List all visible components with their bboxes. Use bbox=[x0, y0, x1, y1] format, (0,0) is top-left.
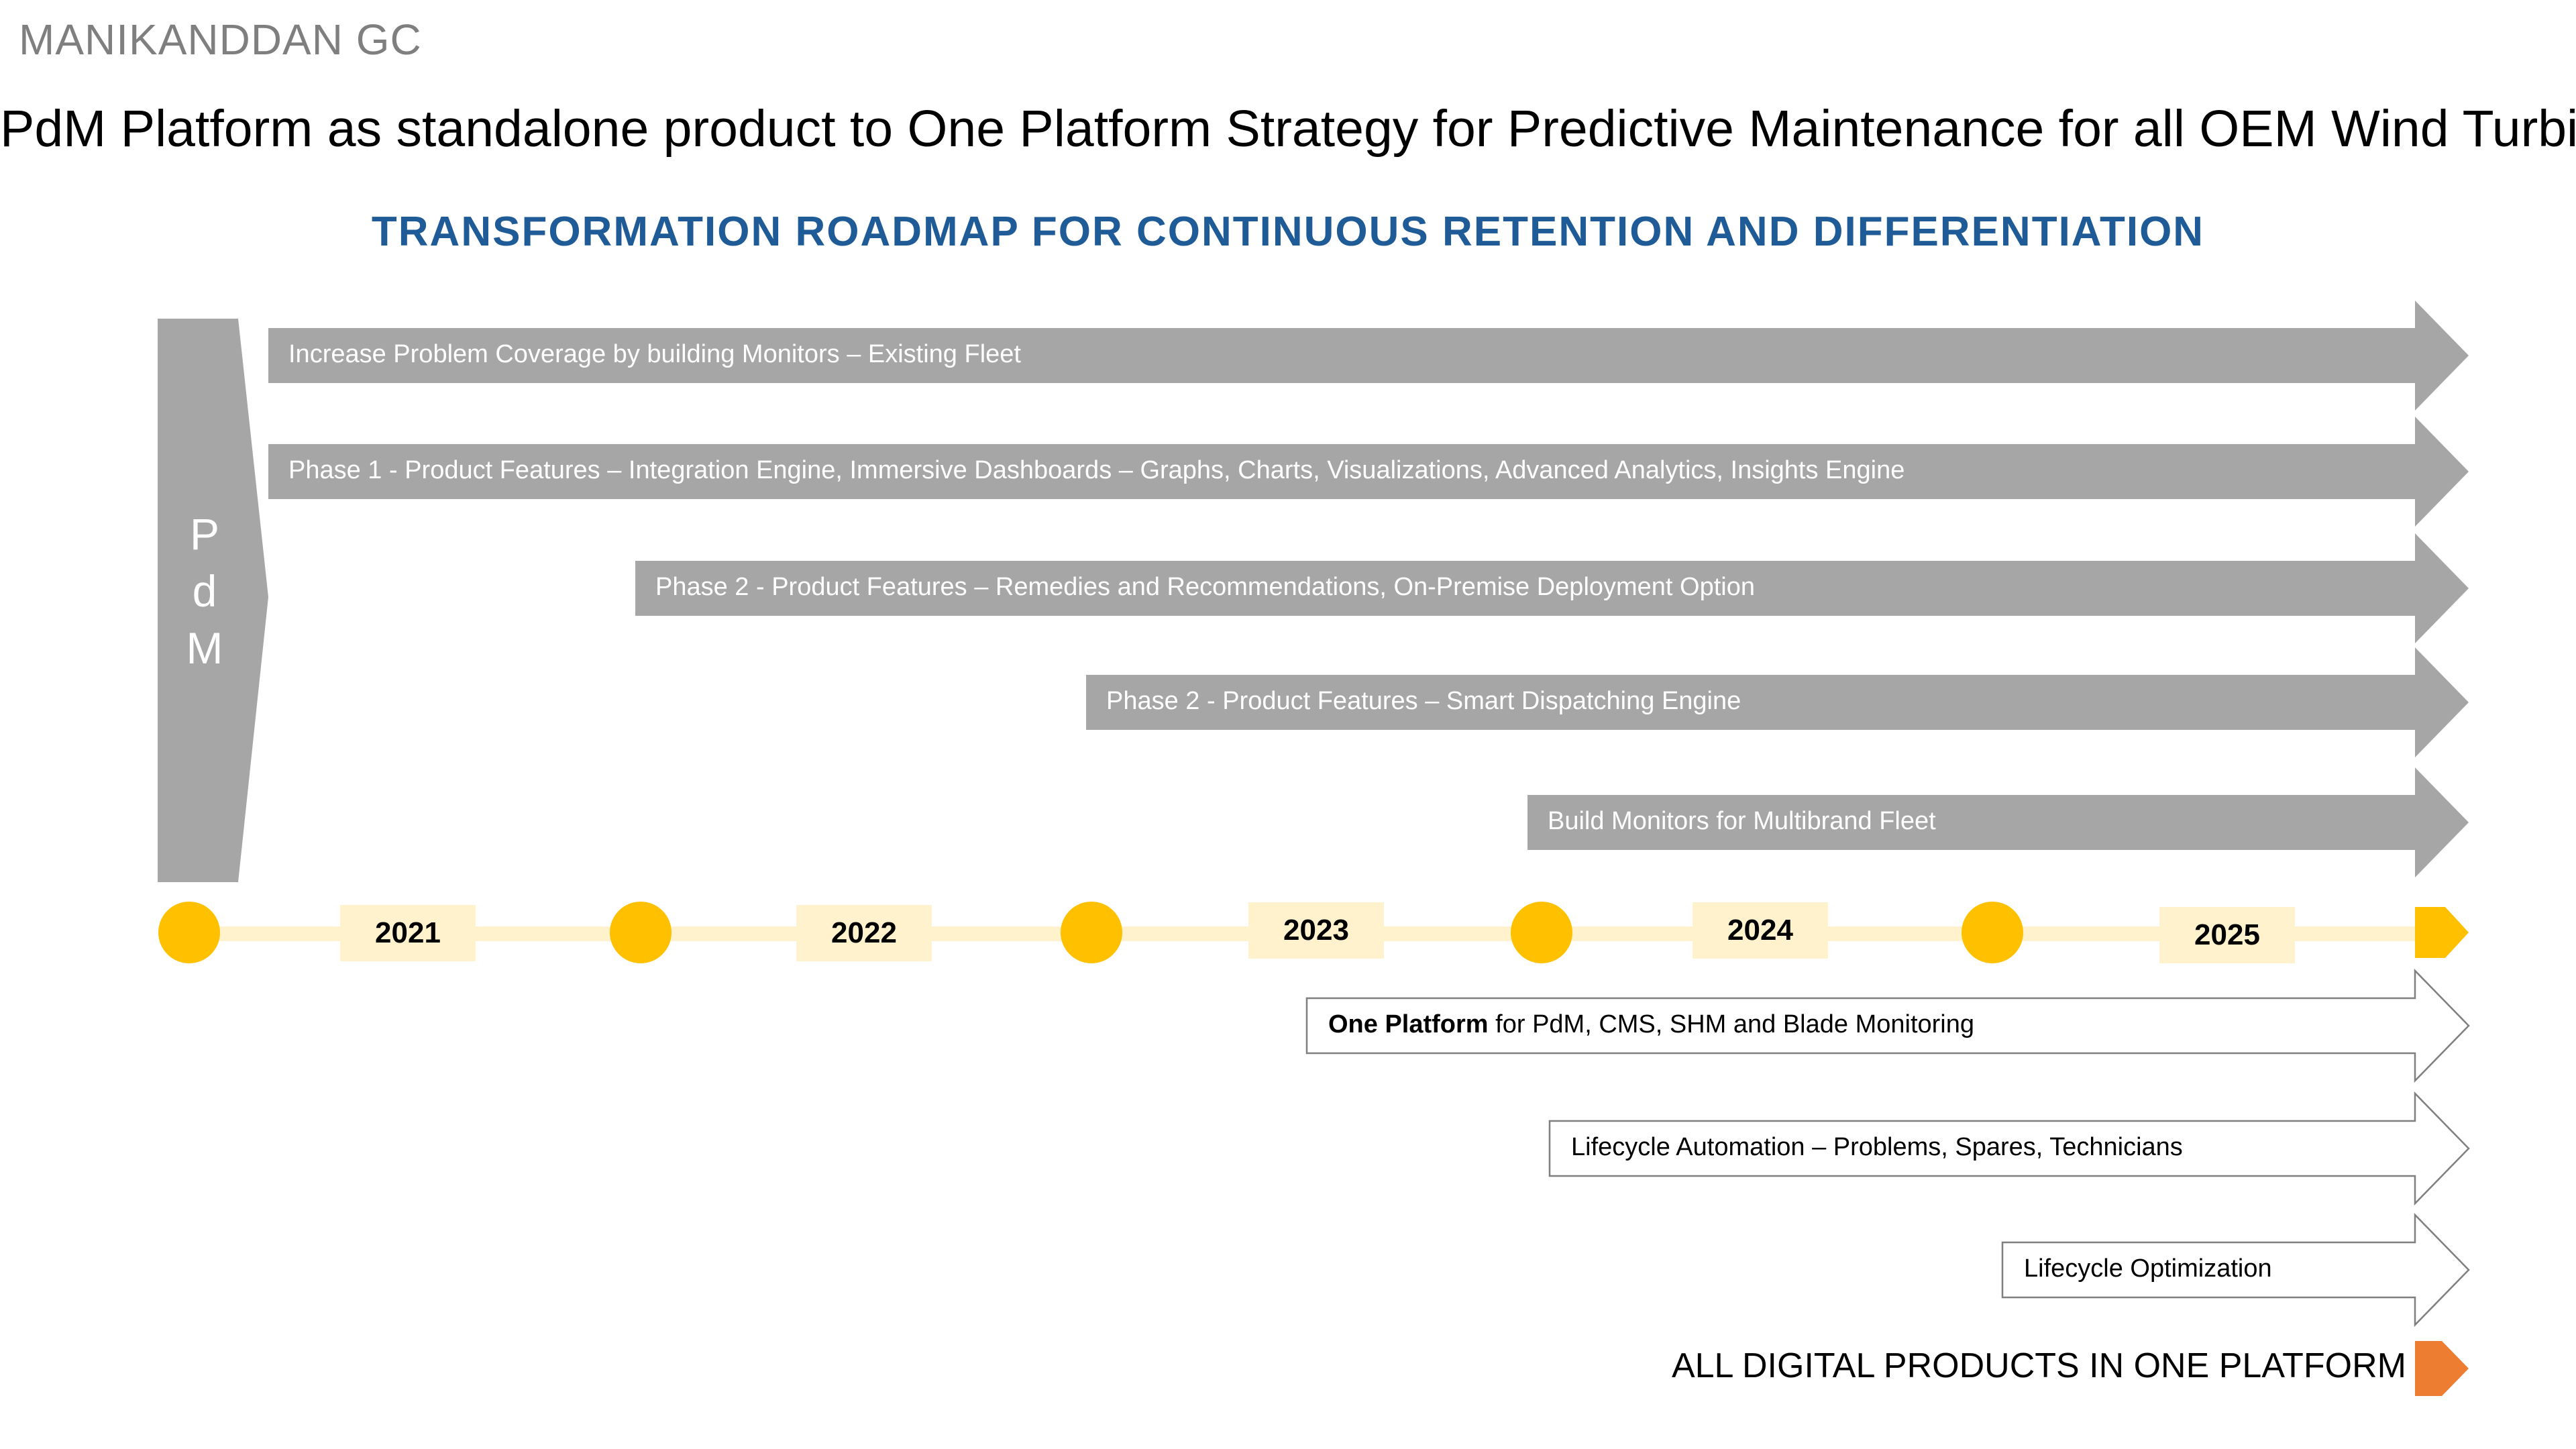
arrow-label-phase2-dispatch: Phase 2 - Product Features – Smart Dispa… bbox=[1106, 687, 1741, 715]
pdm-letter: P bbox=[189, 509, 220, 559]
milestone-dot bbox=[1962, 902, 2023, 963]
arrow-label-coverage: Increase Problem Coverage by building Mo… bbox=[288, 340, 1021, 368]
timeline-end-arrow bbox=[2415, 907, 2469, 958]
year-label: 2023 bbox=[1248, 902, 1384, 959]
one-platform-bold-text: One Platform bbox=[1328, 1010, 1489, 1038]
author-name: MANIKANDDAN GC bbox=[19, 15, 422, 64]
footer-statement: ALL DIGITAL PRODUCTS IN ONE PLATFORM bbox=[1671, 1346, 2406, 1385]
arrow-shape-5 bbox=[1527, 767, 2469, 877]
arrow-label-phase1: Phase 1 - Product Features – Integration… bbox=[288, 456, 1905, 484]
lower-arrow-label-one-platform: One Platform for PdM, CMS, SHM and Blade… bbox=[1328, 1010, 1974, 1039]
arrow-label-multibrand: Build Monitors for Multibrand Fleet bbox=[1548, 807, 1936, 835]
arrow-shape-1 bbox=[268, 301, 2469, 411]
year-label: 2021 bbox=[340, 905, 476, 961]
footer-orange-arrow bbox=[2415, 1341, 2469, 1396]
pdm-letter: d bbox=[192, 566, 217, 616]
milestone-dot bbox=[1511, 902, 1572, 963]
arrow-label-phase2-remedies: Phase 2 - Product Features – Remedies an… bbox=[655, 573, 1756, 601]
milestone-dot bbox=[158, 902, 220, 963]
lower-arrow-shape-3 bbox=[2001, 1212, 2470, 1328]
year-label: 2024 bbox=[1693, 902, 1828, 959]
pdm-block bbox=[158, 319, 268, 882]
pdm-letter: M bbox=[186, 623, 223, 673]
lower-arrow-label-optimization: Lifecycle Optimization bbox=[2024, 1254, 2272, 1283]
milestone-dot bbox=[610, 902, 672, 963]
roadmap-subtitle: TRANSFORMATION ROADMAP FOR CONTINUOUS RE… bbox=[371, 209, 2205, 255]
year-label: 2025 bbox=[2159, 907, 2295, 963]
lower-arrow-shape-1 bbox=[1305, 968, 2470, 1083]
arrow-shape-3 bbox=[635, 533, 2469, 643]
page-title: PdM Platform as standalone product to On… bbox=[0, 100, 2576, 158]
lower-arrow-label-automation: Lifecycle Automation – Problems, Spares,… bbox=[1571, 1133, 2183, 1161]
one-platform-rest-text: for PdM, CMS, SHM and Blade Monitoring bbox=[1488, 1010, 1975, 1038]
arrow-shape-4 bbox=[1086, 647, 2469, 757]
arrow-shape-2 bbox=[268, 417, 2469, 527]
milestone-dot bbox=[1061, 902, 1122, 963]
year-label: 2022 bbox=[796, 905, 932, 961]
lower-arrow-shape-2 bbox=[1548, 1091, 2470, 1206]
